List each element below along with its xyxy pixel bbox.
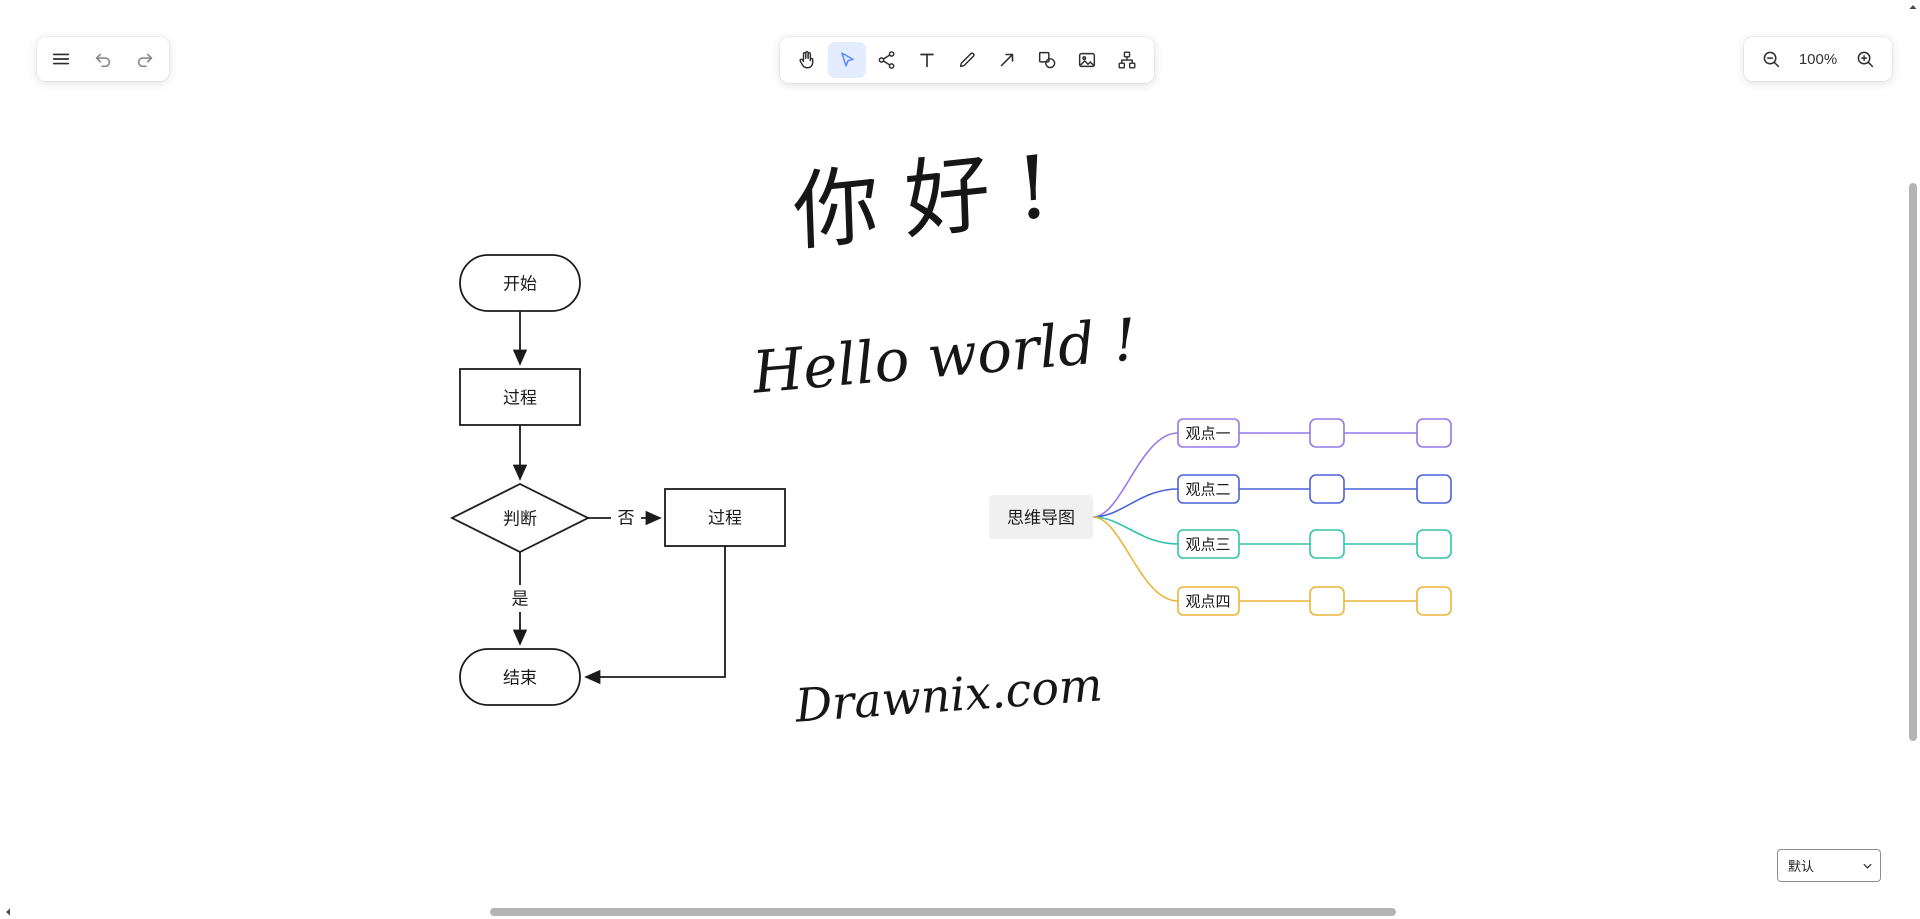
mindmap-empty-node-b3-2[interactable] <box>1416 529 1452 559</box>
tool-hand-button[interactable] <box>788 42 826 78</box>
left-toolbar <box>37 37 169 81</box>
mindmap-empty-node-b4-1[interactable] <box>1309 586 1345 616</box>
magnifier-plus-icon <box>1857 51 1874 68</box>
tool-arrow-button[interactable] <box>988 42 1026 78</box>
mindmap-empty-node-b4-2[interactable] <box>1416 586 1452 616</box>
picture-icon <box>1078 52 1096 68</box>
mindmap-branch-node-1[interactable]: 观点一 <box>1177 418 1240 448</box>
flow-node-end-label: 结束 <box>503 669 537 688</box>
vertical-scrollbar-thumb[interactable] <box>1909 183 1917 741</box>
mindmap-link-branch-2 <box>1092 488 1179 518</box>
mindmap-branch-1-label: 观点一 <box>1185 426 1230 443</box>
mindmap: 思维导图 观点一 观点二 观点三 观点四 <box>989 418 1452 616</box>
tool-selection-button[interactable] <box>828 42 866 78</box>
undo-button[interactable] <box>84 41 122 77</box>
mindmap-root-label: 思维导图 <box>1007 509 1075 528</box>
flow-node-process2-label: 过程 <box>708 509 742 528</box>
mindmap-branch-3-label: 观点三 <box>1185 537 1230 554</box>
flow-edge-process2-end[interactable] <box>584 546 726 685</box>
redo-button[interactable] <box>126 41 164 77</box>
flow-node-process1[interactable]: 过程 <box>459 368 581 426</box>
flow-edge-label-yes[interactable]: 是 <box>505 585 535 612</box>
zoom-out-button[interactable] <box>1752 41 1790 77</box>
tool-shape-button[interactable] <box>1028 42 1066 78</box>
vertical-scrollbar[interactable] <box>1906 0 1920 919</box>
mindmap-root-node[interactable]: 思维导图 <box>989 495 1093 539</box>
square-circle-icon <box>1038 51 1056 69</box>
diagonal-arrow-icon <box>1000 53 1014 67</box>
cursor-icon <box>841 52 854 67</box>
flow-node-start[interactable]: 开始 <box>459 254 581 312</box>
letter-t-icon <box>920 53 934 68</box>
magnifier-minus-icon <box>1763 51 1780 68</box>
flow-edge-label-yes-text: 是 <box>512 590 529 609</box>
flow-node-end[interactable]: 结束 <box>459 648 581 706</box>
app-menu-button[interactable] <box>42 41 80 77</box>
flow-node-decision[interactable]: 判断 <box>449 482 591 554</box>
flow-node-decision-label: 判断 <box>503 510 537 529</box>
mindmap-branch-node-4[interactable]: 观点四 <box>1177 586 1240 616</box>
main-toolbar <box>780 37 1154 83</box>
scroll-left-arrow-icon[interactable] <box>3 907 13 917</box>
mindmap-empty-node-b1-2[interactable] <box>1416 418 1452 448</box>
mindmap-link-branch-3 <box>1092 516 1179 545</box>
mindmap-empty-node-b1-1[interactable] <box>1309 418 1345 448</box>
mindmap-empty-node-b2-2[interactable] <box>1416 474 1452 504</box>
mindmap-link-branch-1 <box>1092 432 1179 518</box>
theme-select-value: 默认 <box>1788 859 1815 874</box>
tool-text-button[interactable] <box>908 42 946 78</box>
flow-edge-label-no[interactable]: 否 <box>611 504 641 531</box>
share-nodes-icon <box>878 51 895 69</box>
scroll-up-arrow-icon[interactable] <box>1908 2 1918 12</box>
horizontal-scrollbar[interactable] <box>0 905 1920 919</box>
tool-pen-button[interactable] <box>948 42 986 78</box>
tool-extra-tools-button[interactable] <box>1108 42 1146 78</box>
theme-select[interactable]: 默认 <box>1777 849 1881 882</box>
flowchart: 否 是 开始 过程 判断 过程 结束 <box>449 254 786 706</box>
pencil-icon <box>959 52 975 68</box>
mindmap-branch-node-2[interactable]: 观点二 <box>1177 474 1240 504</box>
zoom-toolbar: 100% <box>1744 37 1892 81</box>
zoom-level: 100% <box>1798 50 1838 68</box>
tool-mind-button[interactable] <box>868 42 906 78</box>
horizontal-scrollbar-thumb[interactable] <box>490 908 1396 916</box>
redo-icon <box>137 53 153 68</box>
mindmap-branch-4-label: 观点四 <box>1185 594 1230 611</box>
sitemap-icon <box>1118 51 1136 69</box>
flow-edge-label-no-text: 否 <box>618 509 635 528</box>
undo-icon <box>95 53 111 68</box>
flow-node-start-label: 开始 <box>503 275 537 294</box>
flow-node-process2[interactable]: 过程 <box>664 488 786 547</box>
hamburger-icon <box>52 53 70 65</box>
mindmap-link-branch-4 <box>1092 516 1179 602</box>
mindmap-branch-node-3[interactable]: 观点三 <box>1177 529 1240 559</box>
flow-node-process1-label: 过程 <box>503 389 537 408</box>
mindmap-branch-2-label: 观点二 <box>1185 482 1230 499</box>
mindmap-empty-node-b2-1[interactable] <box>1309 474 1345 504</box>
chevron-down-icon <box>1863 863 1872 869</box>
zoom-in-button[interactable] <box>1846 41 1884 77</box>
mindmap-empty-node-b3-1[interactable] <box>1309 529 1345 559</box>
tool-image-button[interactable] <box>1068 42 1106 78</box>
hand-icon <box>799 51 814 69</box>
